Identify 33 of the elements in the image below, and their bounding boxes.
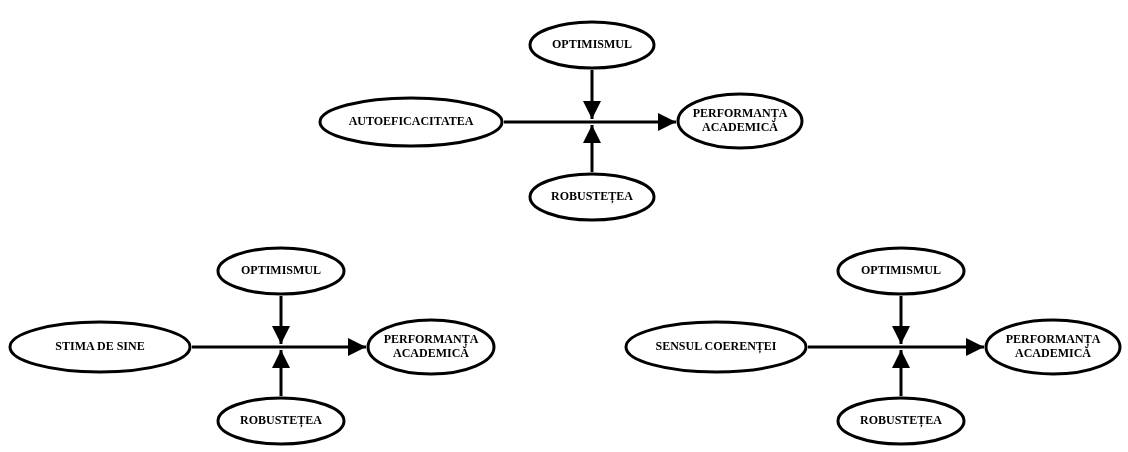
arrow xyxy=(892,296,910,344)
arrow xyxy=(583,125,601,172)
node-label: PERFORMANȚA ACADEMICĂ xyxy=(1004,333,1102,361)
node-label: ROBUSTEȚEA xyxy=(550,190,634,204)
node-label: ROBUSTEȚEA xyxy=(859,414,943,428)
ellipse-node xyxy=(624,320,808,374)
ellipse-node xyxy=(984,318,1122,376)
arrow xyxy=(504,113,676,131)
ellipse-node xyxy=(528,20,656,70)
ellipse-node xyxy=(676,92,804,150)
arrow xyxy=(808,338,984,356)
node-label: OPTIMISMUL xyxy=(551,38,633,52)
node-label: SENSUL COERENȚEI xyxy=(654,340,778,354)
node-label: PERFORMANȚA ACADEMICĂ xyxy=(691,107,789,135)
ellipse-node xyxy=(8,320,192,374)
node-label: OPTIMISMUL xyxy=(240,264,322,278)
arrow xyxy=(583,70,601,119)
ellipse-node xyxy=(216,246,346,296)
node-label: ROBUSTEȚEA xyxy=(239,414,323,428)
arrow xyxy=(272,350,290,396)
arrow xyxy=(272,296,290,344)
ellipse-node xyxy=(836,246,966,296)
arrow xyxy=(892,350,910,396)
ellipse-node xyxy=(528,172,656,222)
ellipse-node xyxy=(366,318,496,376)
ellipse-node xyxy=(318,96,504,148)
node-label: PERFORMANȚA ACADEMICĂ xyxy=(382,333,480,361)
ellipse-node xyxy=(216,396,346,446)
node-label: STIMA DE SINE xyxy=(54,340,146,354)
node-label: OPTIMISMUL xyxy=(860,264,942,278)
arrow xyxy=(192,338,366,356)
node-label: AUTOEFICACITATEA xyxy=(347,115,475,129)
ellipse-node xyxy=(836,396,966,446)
